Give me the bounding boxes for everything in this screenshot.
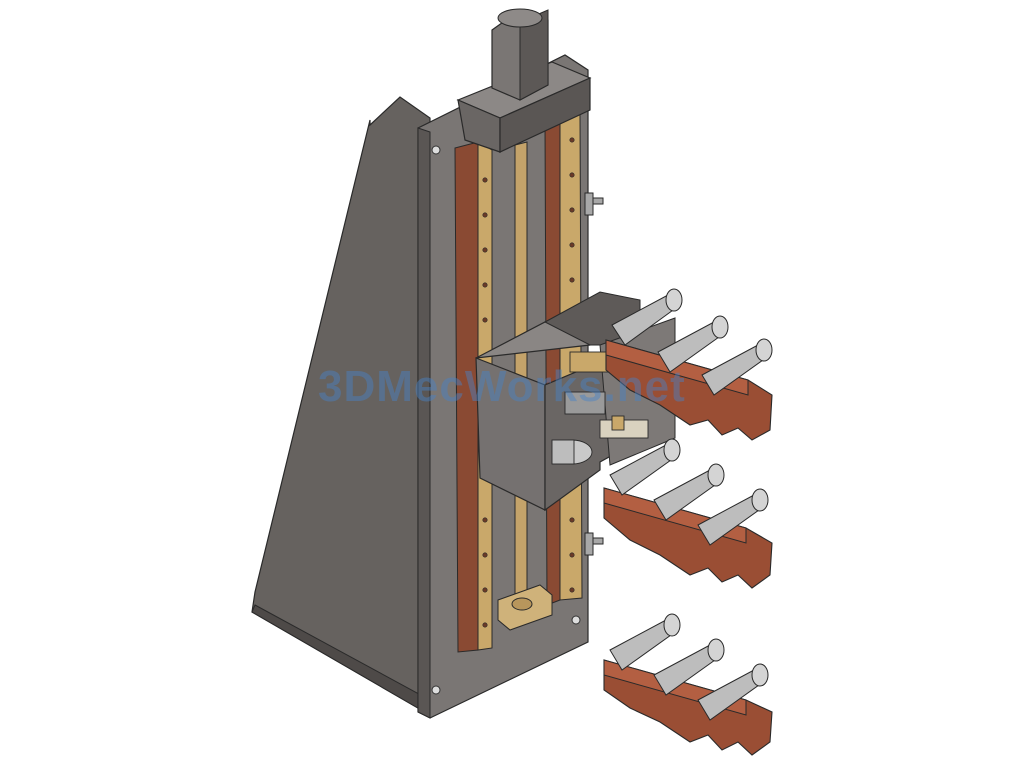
right-rail-holes	[569, 137, 575, 593]
right-rail-brown	[544, 117, 561, 606]
roller-group-middle	[603, 438, 773, 589]
mount-hole	[431, 145, 441, 155]
left-rail-brown	[454, 141, 479, 653]
mount-hole	[431, 685, 441, 695]
motor-mount-side	[499, 77, 591, 153]
internal-mechanism	[551, 351, 649, 465]
limit-sensor-brackets	[584, 192, 604, 556]
left-rail-holes	[482, 177, 488, 628]
motor-cap	[497, 8, 543, 28]
roller-group-top	[605, 288, 773, 441]
roller-group-bottom	[603, 613, 773, 756]
plate-edge	[417, 127, 431, 719]
mount-hole	[571, 615, 581, 625]
bearing-boss	[511, 597, 533, 611]
